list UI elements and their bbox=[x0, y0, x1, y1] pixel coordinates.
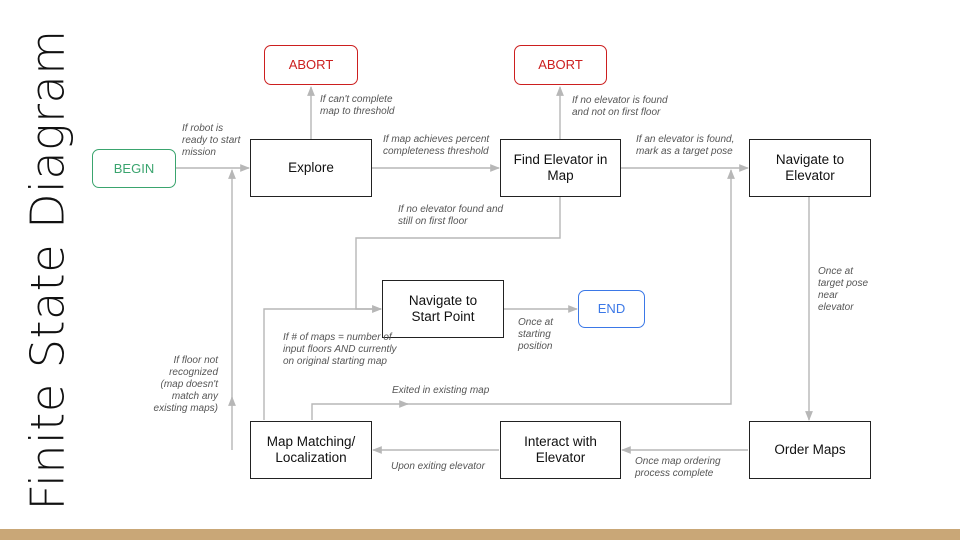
edge-matching-navigate-start bbox=[263, 305, 382, 420]
state-begin: BEGIN bbox=[92, 149, 176, 188]
label-navigate-start-to-end: Once at starting position bbox=[518, 317, 554, 352]
state-navigate-start: Navigate to Start Point bbox=[382, 280, 504, 338]
edge-matching-exit-existing bbox=[311, 169, 735, 420]
label-interact-to-matching: Upon exiting elevator bbox=[391, 461, 485, 472]
label-explore-to-abort: If can't complete map to threshold bbox=[320, 94, 395, 117]
state-abort-explore: ABORT bbox=[264, 45, 358, 85]
state-abort-find: ABORT bbox=[514, 45, 607, 85]
label-order-to-interact: Once map ordering process complete bbox=[635, 456, 721, 479]
state-navigate-elevator: Navigate to Elevator bbox=[749, 139, 871, 197]
state-interact-elevator: Interact with Elevator bbox=[500, 421, 621, 479]
label-find-to-abort: If no elevator is found and not on first… bbox=[572, 95, 668, 118]
label-find-to-navigate-elevator: If an elevator is found, mark as a targe… bbox=[636, 134, 735, 157]
state-map-matching: Map Matching/ Localization bbox=[250, 421, 372, 479]
label-find-to-navigate-start: If no elevator found and still on first … bbox=[398, 204, 504, 227]
footer-bar bbox=[0, 529, 960, 540]
label-explore-to-find: If map achieves percent completeness thr… bbox=[383, 134, 490, 157]
label-begin-to-explore: If robot is ready to start mission bbox=[182, 123, 241, 158]
label-matching-to-navigate-start: If # of maps = number of input floors AN… bbox=[283, 332, 397, 367]
label-navigate-elevator-to-order: Once at target pose near elevator bbox=[818, 266, 869, 313]
state-order-maps: Order Maps bbox=[749, 421, 871, 479]
state-end: END bbox=[578, 290, 645, 328]
label-matching-exit-existing: Exited in existing map bbox=[392, 385, 490, 396]
state-find-elevator: Find Elevator in Map bbox=[500, 139, 621, 197]
label-matching-to-explore: If floor not recognized (map doesn't mat… bbox=[153, 355, 218, 414]
state-explore: Explore bbox=[250, 139, 372, 197]
